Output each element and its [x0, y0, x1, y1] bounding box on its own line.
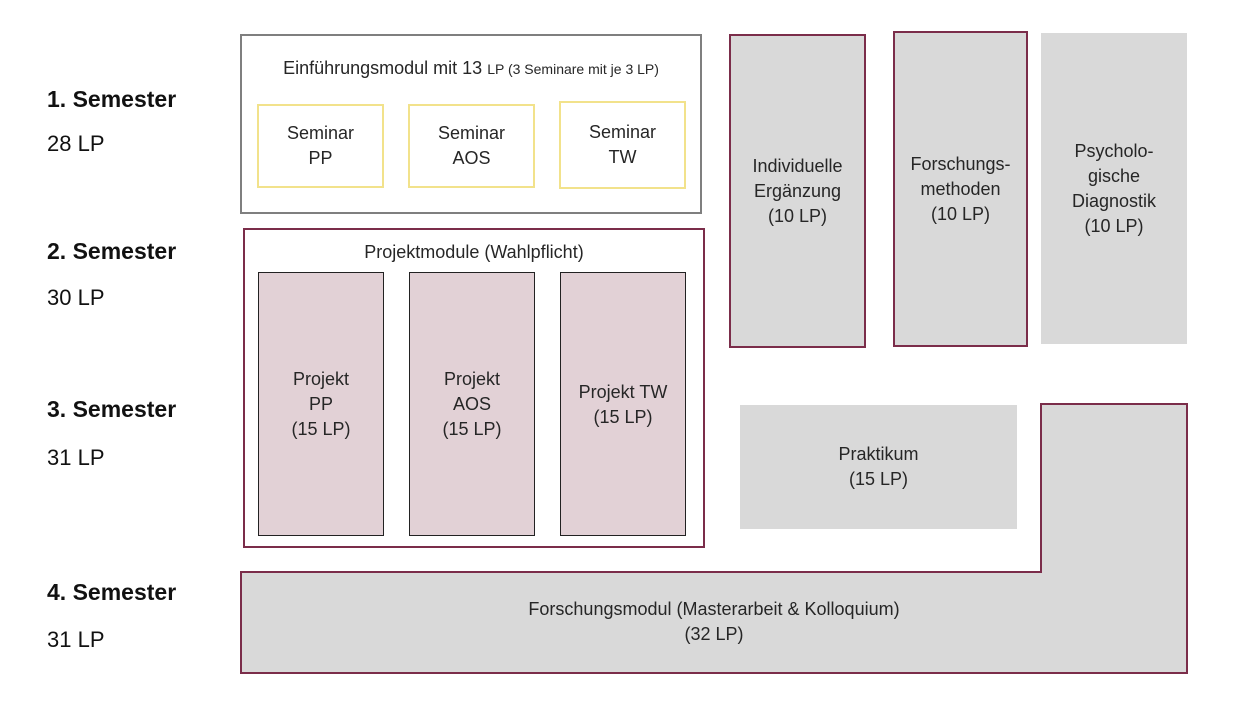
intro-module-title: Einführungsmodul mit 13 LP (3 Seminare m…: [242, 58, 700, 79]
project-pp-line1: Projekt: [292, 368, 350, 389]
semester-3-lp: 31 LP: [47, 445, 105, 470]
module-forschungsmodul: Forschungsmodul (Masterarbeit & Kolloqui…: [241, 592, 1187, 652]
project-tw: Projekt TW (15 LP): [560, 272, 686, 536]
module-forschungsmethoden: Forschungs- methoden (10 LP): [893, 31, 1028, 347]
project-tw-line1: Projekt TW: [578, 382, 668, 402]
semester-1-lp: 28 LP: [47, 131, 105, 156]
forschungsmodul-line1: Forschungsmodul (Masterarbeit & Kolloqui…: [528, 599, 900, 619]
diagnostik-line2: gische: [1087, 165, 1141, 186]
project-pp-line2: PP: [308, 393, 333, 414]
forschungsmodul-line2: (32 LP): [684, 624, 744, 644]
seminar-aos: Seminar AOS: [408, 104, 535, 188]
module-individuelle-ergaenzung: Individuelle Ergänzung (10 LP): [729, 34, 866, 348]
project-aos: Projekt AOS (15 LP): [409, 272, 535, 536]
semester-3-title: 3. Semester: [47, 396, 177, 422]
forschungsmethoden-line2: methoden: [920, 178, 1001, 199]
semester-1-title: 1. Semester: [47, 86, 177, 112]
seminar-aos-line1: Seminar: [437, 123, 506, 143]
semester-2-lp: 30 LP: [47, 285, 105, 310]
project-tw-line2: (15 LP): [593, 407, 653, 427]
module-psychologische-diagnostik: Psycholo- gische Diagnostik (10 LP): [1041, 33, 1187, 344]
forschungsmodul-outline: [240, 403, 1188, 674]
project-modules-title: Projektmodule (Wahlpflicht): [364, 242, 584, 262]
project-aos-line2: AOS: [452, 393, 491, 414]
project-aos-line1: Projekt: [443, 368, 501, 389]
forschungsmethoden-line1: Forschungs-: [910, 153, 1011, 174]
intro-module-title-small: LP (3 Seminare mit je 3 LP): [487, 61, 659, 77]
semester-4-lp: 31 LP: [47, 627, 105, 652]
seminar-tw-line1: Seminar: [588, 122, 657, 142]
praktikum-line2: (15 LP): [848, 469, 909, 489]
module-praktikum: Praktikum (15 LP): [740, 405, 1017, 529]
seminar-pp-line1: Seminar: [286, 123, 355, 143]
project-pp-line3: (15 LP): [291, 418, 351, 439]
seminar-pp: Seminar PP: [257, 104, 384, 188]
semester-4-title: 4. Semester: [47, 579, 177, 605]
individuelle-line2: Ergänzung: [753, 180, 842, 201]
seminar-pp-line2: PP: [308, 148, 333, 168]
intro-module: Einführungsmodul mit 13 LP (3 Seminare m…: [240, 34, 702, 214]
project-modules: Projektmodule (Wahlpflicht): [243, 228, 705, 548]
individuelle-line3: (10 LP): [767, 205, 828, 226]
project-pp: Projekt PP (15 LP): [258, 272, 384, 536]
seminar-tw: Seminar TW: [559, 101, 686, 189]
seminar-tw-line2: TW: [608, 147, 637, 167]
diagnostik-line3: Diagnostik: [1071, 190, 1157, 211]
project-aos-line3: (15 LP): [442, 418, 502, 439]
diagnostik-line4: (10 LP): [1084, 215, 1144, 236]
praktikum-line1: Praktikum: [838, 444, 919, 464]
individuelle-line1: Individuelle: [752, 155, 843, 176]
intro-module-title-main: Einführungsmodul mit 13: [283, 58, 483, 78]
seminar-aos-line2: AOS: [452, 148, 491, 168]
semester-2-title: 2. Semester: [47, 238, 177, 264]
diagnostik-line1: Psycholo-: [1074, 140, 1154, 161]
forschungsmethoden-line3: (10 LP): [930, 203, 991, 224]
